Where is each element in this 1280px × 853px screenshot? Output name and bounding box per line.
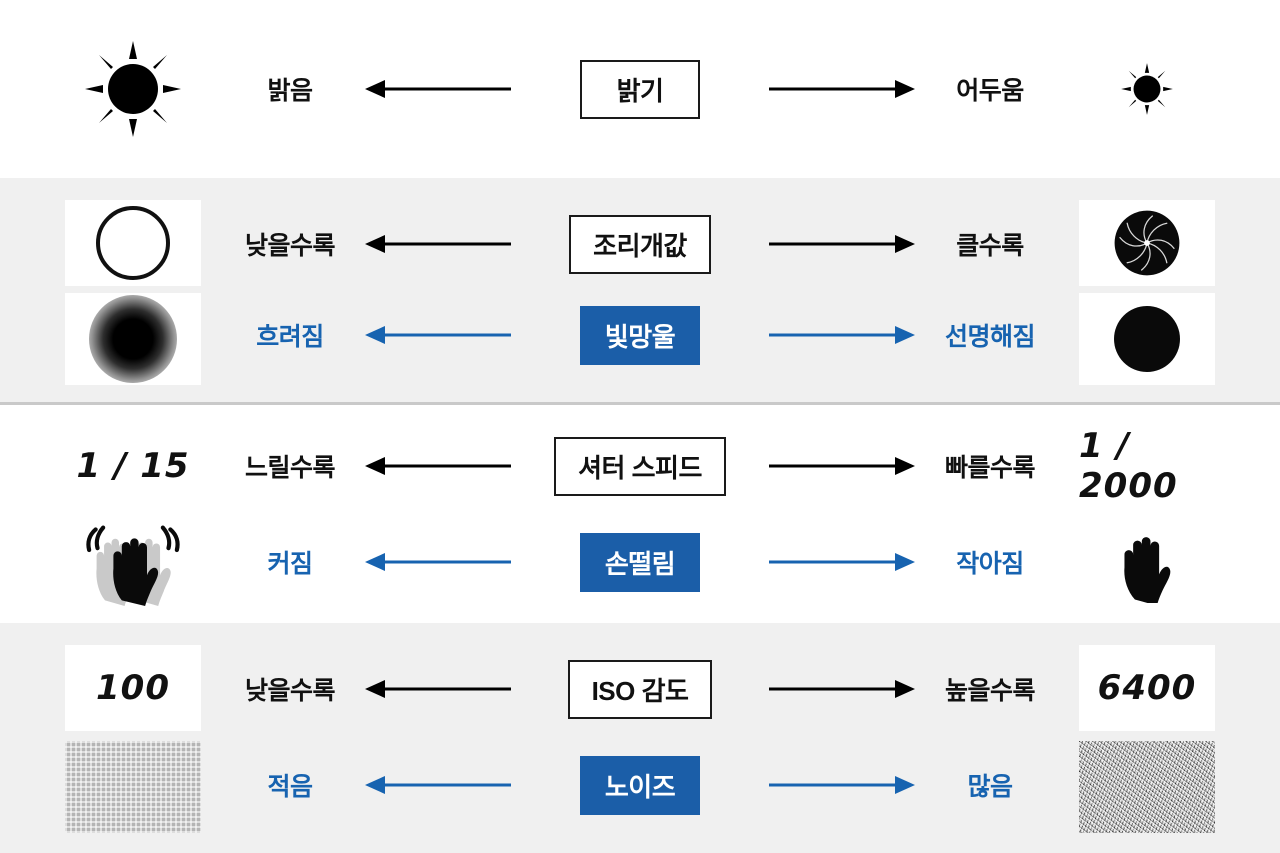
shutter-right-label: 빠를수록 <box>944 454 1036 482</box>
sun-large-thumb <box>65 28 201 150</box>
shutter-fast-value-thumb: 1 / 2000 <box>1079 423 1215 508</box>
noise-right-icon-cell <box>1079 741 1215 833</box>
sun-small-icon <box>1119 61 1175 117</box>
arrow-right-aperture <box>765 231 915 257</box>
iso-high-value-thumb: 6400 <box>1079 645 1215 731</box>
iso-left-icon-cell: 100 <box>65 645 201 731</box>
brightness-main-line: 밝음 밝기 어두움 <box>210 59 1070 119</box>
arrow-right-iso <box>765 676 915 702</box>
iso-center-box[interactable]: ISO 감도 <box>567 659 713 719</box>
iso-low-value-thumb: 100 <box>65 645 201 731</box>
shutter-left-icon-cell: 1 / 15 <box>65 423 201 508</box>
shutter-value-text-slow: 1 / 15 <box>76 445 190 486</box>
brightness-left-label: 밝음 <box>267 77 313 105</box>
row-aperture: 낮을수록 조리개값 클수록 <box>0 178 1280 405</box>
arrow-left-noise <box>365 772 515 798</box>
aperture-right-label: 클수록 <box>956 232 1024 260</box>
bokeh-blurred-icon <box>89 295 177 383</box>
arrow-right-brightness <box>765 76 915 102</box>
row-brightness: 밝음 밝기 어두움 <box>0 0 1280 178</box>
shake-left-label: 커짐 <box>267 550 313 578</box>
arrow-left-brightness <box>365 76 515 102</box>
aperture-left-label: 낮을수록 <box>244 232 336 260</box>
shake-right-label: 작아짐 <box>956 550 1024 578</box>
steady-hand-thumb <box>1079 518 1215 610</box>
bokeh-box-slot: 빛망울 <box>515 305 765 365</box>
iso-left-label: 낮을수록 <box>244 677 336 705</box>
shaking-hand-thumb <box>65 518 201 610</box>
aperture-right-icon-cell <box>1079 200 1215 286</box>
shutter-right-icon-cell: 1 / 2000 <box>1079 423 1215 508</box>
bokeh-right-icon-cell <box>1079 293 1215 385</box>
brightness-right-icon-cell <box>1079 28 1215 150</box>
bokeh-left-label: 흐려짐 <box>256 323 324 351</box>
noise-fine-texture-icon <box>65 741 201 833</box>
brightness-left-icon-cell <box>65 28 201 150</box>
bokeh-sharp-thumb <box>1079 293 1215 385</box>
shake-right-icon-cell <box>1079 518 1215 610</box>
aperture-left-icon-cell <box>65 200 201 286</box>
noise-center-box[interactable]: 노이즈 <box>580 755 700 815</box>
brightness-right-label: 어두움 <box>956 77 1024 105</box>
sun-small-thumb <box>1079 28 1215 150</box>
shake-left-icon-cell <box>65 518 201 610</box>
noise-right-label: 많음 <box>967 773 1013 801</box>
aperture-open-ring-icon <box>96 206 170 280</box>
shutter-value-text-fast: 1 / 2000 <box>1079 425 1178 506</box>
shutter-main-line: 느릴수록 셔터 스피드 빠를수록 <box>210 436 1070 496</box>
bokeh-center-box[interactable]: 빛망울 <box>580 305 700 365</box>
arrow-right-shake <box>765 549 915 575</box>
bokeh-right-label: 선명해짐 <box>944 323 1036 351</box>
arrow-right-noise <box>765 772 915 798</box>
noise-fine-thumb <box>65 741 201 833</box>
brightness-box-slot: 밝기 <box>515 59 765 119</box>
bokeh-line: 흐려짐 빛망울 선명해짐 <box>210 305 1070 365</box>
noise-line: 적음 노이즈 많음 <box>210 755 1070 815</box>
steady-hand-icon <box>1114 525 1180 603</box>
noise-left-label: 적음 <box>267 773 313 801</box>
aperture-blades-icon <box>1111 207 1183 279</box>
shutter-left-label: 느릴수록 <box>244 454 336 482</box>
arrow-left-iso <box>365 676 515 702</box>
arrow-right-shutter <box>765 453 915 479</box>
sun-large-icon <box>81 37 185 141</box>
noise-coarse-texture-icon <box>1079 741 1215 833</box>
iso-main-line: 낮을수록 ISO 감도 높을수록 <box>210 659 1070 719</box>
aperture-main-line: 낮을수록 조리개값 클수록 <box>210 214 1070 274</box>
shutter-box-slot: 셔터 스피드 <box>515 436 765 496</box>
arrow-left-shake <box>365 549 515 575</box>
iso-value-text-low: 100 <box>96 668 170 708</box>
iso-right-label: 높을수록 <box>944 677 1036 705</box>
shake-center-box[interactable]: 손떨림 <box>580 532 700 592</box>
arrow-right-bokeh <box>765 322 915 348</box>
brightness-center-box[interactable]: 밝기 <box>580 59 700 119</box>
row-iso: 100 낮을수록 ISO 감도 높을수록 6400 적음 <box>0 623 1280 853</box>
bokeh-blurred-thumb <box>65 293 201 385</box>
aperture-center-box[interactable]: 조리개값 <box>569 214 711 274</box>
shaking-hand-icon <box>77 522 189 606</box>
shake-line: 커짐 손떨림 작아짐 <box>210 532 1070 592</box>
iso-value-text-high: 6400 <box>1097 668 1197 708</box>
bokeh-sharp-circle-icon <box>1114 306 1180 372</box>
arrow-left-shutter <box>365 453 515 479</box>
shutter-slow-value-thumb: 1 / 15 <box>65 423 201 508</box>
iso-box-slot: ISO 감도 <box>515 659 765 719</box>
noise-left-icon-cell <box>65 741 201 833</box>
arrow-left-aperture <box>365 231 515 257</box>
bokeh-left-icon-cell <box>65 293 201 385</box>
aperture-blades-thumb <box>1079 200 1215 286</box>
arrow-left-bokeh <box>365 322 515 348</box>
aperture-box-slot: 조리개값 <box>515 214 765 274</box>
shake-box-slot: 손떨림 <box>515 532 765 592</box>
noise-coarse-thumb <box>1079 741 1215 833</box>
aperture-open-thumb <box>65 200 201 286</box>
iso-right-icon-cell: 6400 <box>1079 645 1215 731</box>
row-shutter-speed: 1 / 15 느릴수록 셔터 스피드 빠를수록 1 / 2000 <box>0 408 1280 623</box>
shutter-center-box[interactable]: 셔터 스피드 <box>554 436 726 496</box>
noise-box-slot: 노이즈 <box>515 755 765 815</box>
